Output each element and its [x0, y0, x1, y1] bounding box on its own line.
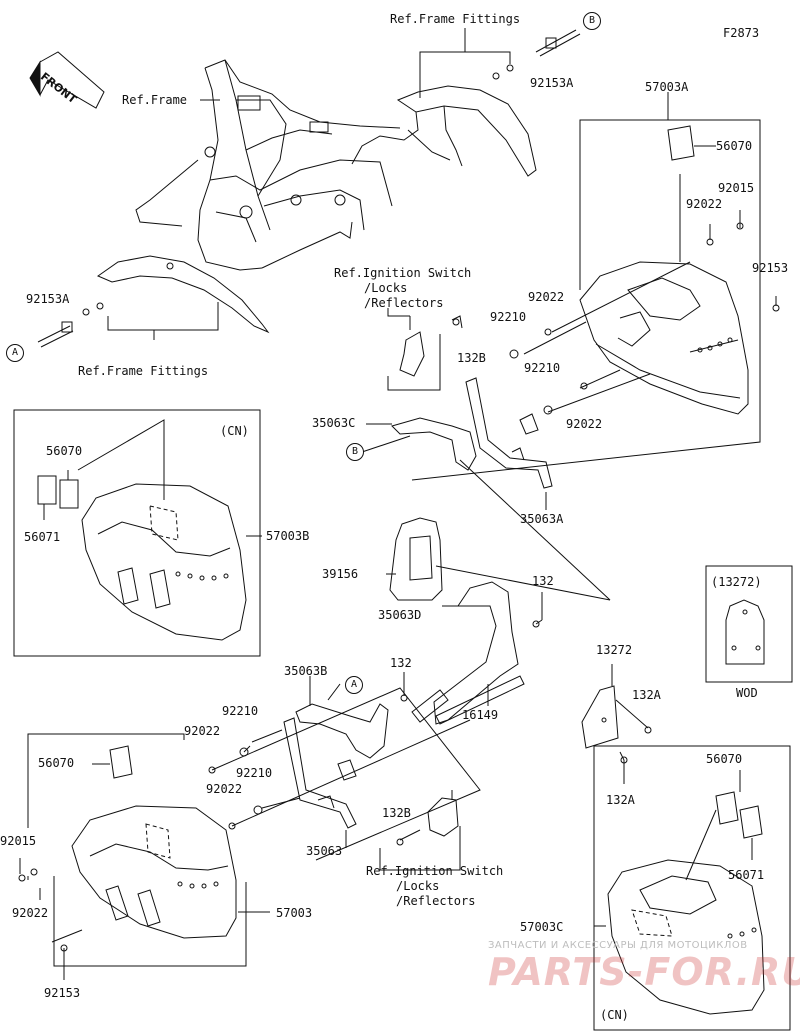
ref-frame-fittings-bottom: Ref.Frame Fittings — [78, 364, 209, 378]
part-132A-upper: 132A — [632, 688, 661, 702]
part-92153A-top: 92153A — [530, 76, 574, 90]
box-57003B-frame — [13, 409, 261, 657]
label-sticker-56070-right — [667, 125, 695, 161]
saddlebag-57003-drawing — [71, 805, 237, 939]
marker-a-left: A — [6, 344, 24, 362]
bracket-35063A-drawing — [465, 377, 553, 489]
ignition-bracket-lower — [396, 790, 459, 846]
bolt-92153A-rear — [535, 29, 581, 57]
rear-fender-drawing — [351, 85, 537, 177]
part-92022-lower-a: 92022 — [184, 724, 221, 738]
part-56070-box-left: 56070 — [46, 444, 83, 458]
leader-lines-57003A — [411, 92, 780, 481]
label-sticker-56070-lower-left — [92, 745, 133, 779]
bolt-92153A-front — [37, 302, 104, 348]
ref-frame: Ref.Frame — [122, 93, 188, 107]
part-35063A: 35063A — [520, 512, 564, 526]
saddlebag-57003A-drawing — [579, 261, 749, 415]
part-13272: 13272 — [596, 643, 633, 657]
marker-a-center: A — [345, 676, 363, 694]
part-92015-lower-left: 92015 — [0, 834, 37, 848]
leader-lines-57003 — [18, 858, 270, 980]
part-56071-box-left: 56071 — [24, 530, 61, 544]
marker-b-top: B — [583, 12, 601, 30]
part-92210-center-a: 92210 — [490, 310, 527, 324]
frame-drawing — [135, 59, 401, 271]
variant-cn-top: (CN) — [220, 424, 249, 438]
part-57003A: 57003A — [645, 80, 689, 94]
saddlebag-57003B-drawing — [81, 483, 247, 641]
leader-lines-35063 — [361, 423, 611, 601]
part-39156: 39156 — [322, 567, 359, 581]
box-13272-wod — [705, 565, 793, 683]
part-92210-lower-b: 92210 — [236, 766, 273, 780]
bracket-35063C-drawing — [391, 417, 477, 471]
bracket-35063-drawing — [283, 717, 357, 829]
part-16149: 16149 — [462, 708, 499, 722]
marker-b-center: B — [346, 443, 364, 461]
part-56070-top-right: 56070 — [716, 139, 753, 153]
ref-ignition-upper-line3: /Reflectors — [364, 296, 444, 310]
part-132-left: 132 — [390, 656, 412, 670]
ref-ignition-lower-line1: Ref.Ignition Switch — [366, 864, 504, 878]
part-132-right: 132 — [532, 574, 554, 588]
variant-wod: WOD — [736, 686, 758, 700]
label-stickers-56070-56071-right-box — [594, 770, 763, 927]
ref-ignition-upper-line2: /Locks — [364, 281, 408, 295]
part-132A-lower: 132A — [606, 793, 635, 807]
bar-16149-drawing — [435, 675, 525, 725]
ref-ignition-upper-line1: Ref.Ignition Switch — [334, 266, 472, 280]
part-92022-center-b: 92022 — [566, 417, 603, 431]
part-13272-paren: (13272) — [711, 575, 762, 589]
part-132B-upper: 132B — [457, 351, 486, 365]
saddlebag-57003C-drawing — [607, 859, 765, 1015]
part-92022-lower-left: 92022 — [12, 906, 49, 920]
part-56070-lower-left: 56070 — [38, 756, 75, 770]
watermark-subtitle: ЗАПЧАСТИ И АКСЕССУАРЫ ДЛЯ МОТОЦИКЛОВ — [488, 940, 748, 951]
part-57003C: 57003C — [520, 920, 564, 934]
part-92153A-left: 92153A — [26, 292, 70, 306]
leader-lines-lower-center — [27, 676, 481, 871]
leader-lines-top — [107, 28, 514, 340]
part-92022-center-a: 92022 — [528, 290, 565, 304]
part-92153-top-right: 92153 — [752, 261, 789, 275]
box-57003C-frame — [593, 745, 791, 1031]
front-fender-drawing — [96, 255, 270, 334]
ref-frame-fittings-top: Ref.Frame Fittings — [390, 12, 521, 26]
diagram-code: F2873 — [723, 26, 760, 40]
leader-lines-backrest — [400, 565, 611, 706]
ref-ignition-lower-line3: /Reflectors — [396, 894, 476, 908]
part-35063B: 35063B — [284, 664, 328, 678]
front-arrow-icon — [29, 51, 105, 109]
part-56071-right-box: 56071 — [728, 868, 765, 882]
part-132B-lower: 132B — [382, 806, 411, 820]
backrest-39156-drawing — [386, 517, 443, 601]
bracket-35063B-drawing — [295, 703, 389, 759]
part-92022-lower-b: 92022 — [206, 782, 243, 796]
part-56070-right-box: 56070 — [706, 752, 743, 766]
part-92153-lower-left: 92153 — [44, 986, 81, 1000]
part-92015-top-right: 92015 — [718, 181, 755, 195]
part-35063C: 35063C — [312, 416, 356, 430]
part-92210-center-b: 92210 — [524, 361, 561, 375]
ignition-bracket-upper — [387, 315, 463, 391]
part-92022-top-right: 92022 — [686, 197, 723, 211]
part-57003: 57003 — [276, 906, 313, 920]
part-92210-lower-a: 92210 — [222, 704, 259, 718]
label-stickers-56070-56071-box — [37, 419, 262, 537]
part-35063D: 35063D — [378, 608, 422, 622]
watermark-logo: PARTS-FOR.RU — [488, 950, 800, 994]
part-57003B: 57003B — [266, 529, 310, 543]
part-35063: 35063 — [306, 844, 343, 858]
variant-cn-bottom: (CN) — [600, 1008, 629, 1022]
ref-ignition-lower-line2: /Locks — [396, 879, 440, 893]
plate-13272-drawing — [581, 664, 652, 784]
leader-ignition-upper-label — [387, 308, 410, 317]
